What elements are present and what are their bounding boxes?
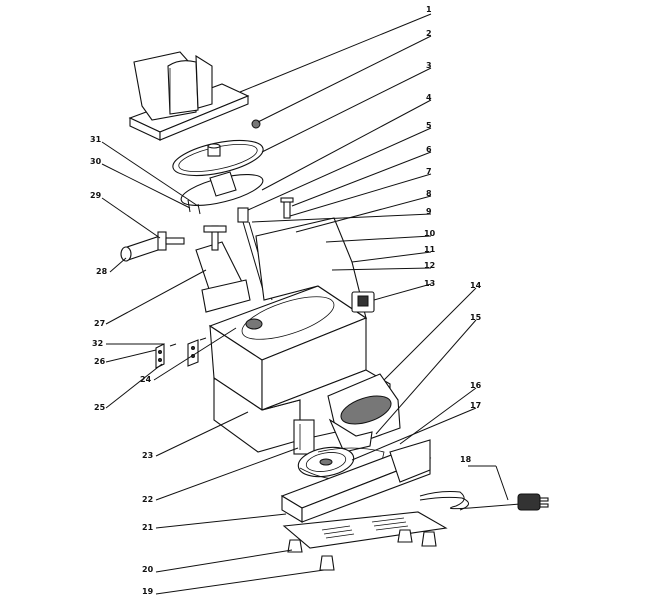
callout-21: 21: [142, 523, 154, 532]
callout-24: 24: [140, 375, 152, 384]
part-bolt: [280, 197, 294, 219]
callout-29: 29: [90, 191, 102, 200]
callout-30: 30: [90, 157, 102, 166]
part-bracket: [293, 419, 315, 455]
callout-32: 32: [92, 339, 103, 348]
part-base: [280, 439, 432, 523]
callout-18: 18: [460, 455, 472, 464]
callout-10: 10: [424, 229, 436, 238]
part-switch: [351, 291, 375, 313]
callout-16: 16: [470, 381, 482, 390]
callout-8: 8: [426, 189, 432, 198]
part-feet: [287, 529, 437, 571]
part-small-brackets: [155, 337, 207, 369]
part-base-plate: [282, 511, 448, 549]
callout-12: 12: [424, 261, 435, 270]
callout-15: 15: [470, 313, 482, 322]
callout-14: 14: [470, 281, 482, 290]
part-power-cord: [419, 491, 549, 511]
callout-6: 6: [426, 145, 432, 154]
part-lower-disc: [180, 171, 264, 207]
callout-20: 20: [142, 565, 154, 574]
part-motor: [327, 373, 401, 453]
callout-7: 7: [426, 167, 432, 176]
callout-5: 5: [426, 121, 432, 130]
part-chute: [195, 225, 251, 313]
callout-labels: 1 2 3 4 5 6 7 8 9 10 11 12 13 14 15 16 1…: [90, 5, 482, 596]
part-pusher-handle: [120, 231, 185, 262]
callout-3: 3: [426, 61, 432, 70]
callout-1: 1: [426, 5, 432, 14]
part-cutting-disc: [172, 139, 264, 177]
callout-2: 2: [426, 29, 432, 38]
callout-31: 31: [90, 135, 102, 144]
callout-22: 22: [142, 495, 153, 504]
callout-13: 13: [424, 279, 435, 288]
callout-11: 11: [424, 245, 436, 254]
callout-17: 17: [470, 401, 481, 410]
part-feed-hopper: [128, 51, 250, 141]
callout-23: 23: [142, 451, 153, 460]
callout-9: 9: [426, 207, 432, 216]
callout-25: 25: [94, 403, 106, 412]
callout-26: 26: [94, 357, 106, 366]
part-pin-2: [197, 203, 201, 215]
callout-27: 27: [94, 319, 105, 328]
callout-28: 28: [96, 267, 108, 276]
callout-19: 19: [142, 587, 154, 596]
leader-lines: [101, 13, 509, 595]
part-pin: [187, 199, 191, 213]
callout-4: 4: [426, 93, 432, 102]
